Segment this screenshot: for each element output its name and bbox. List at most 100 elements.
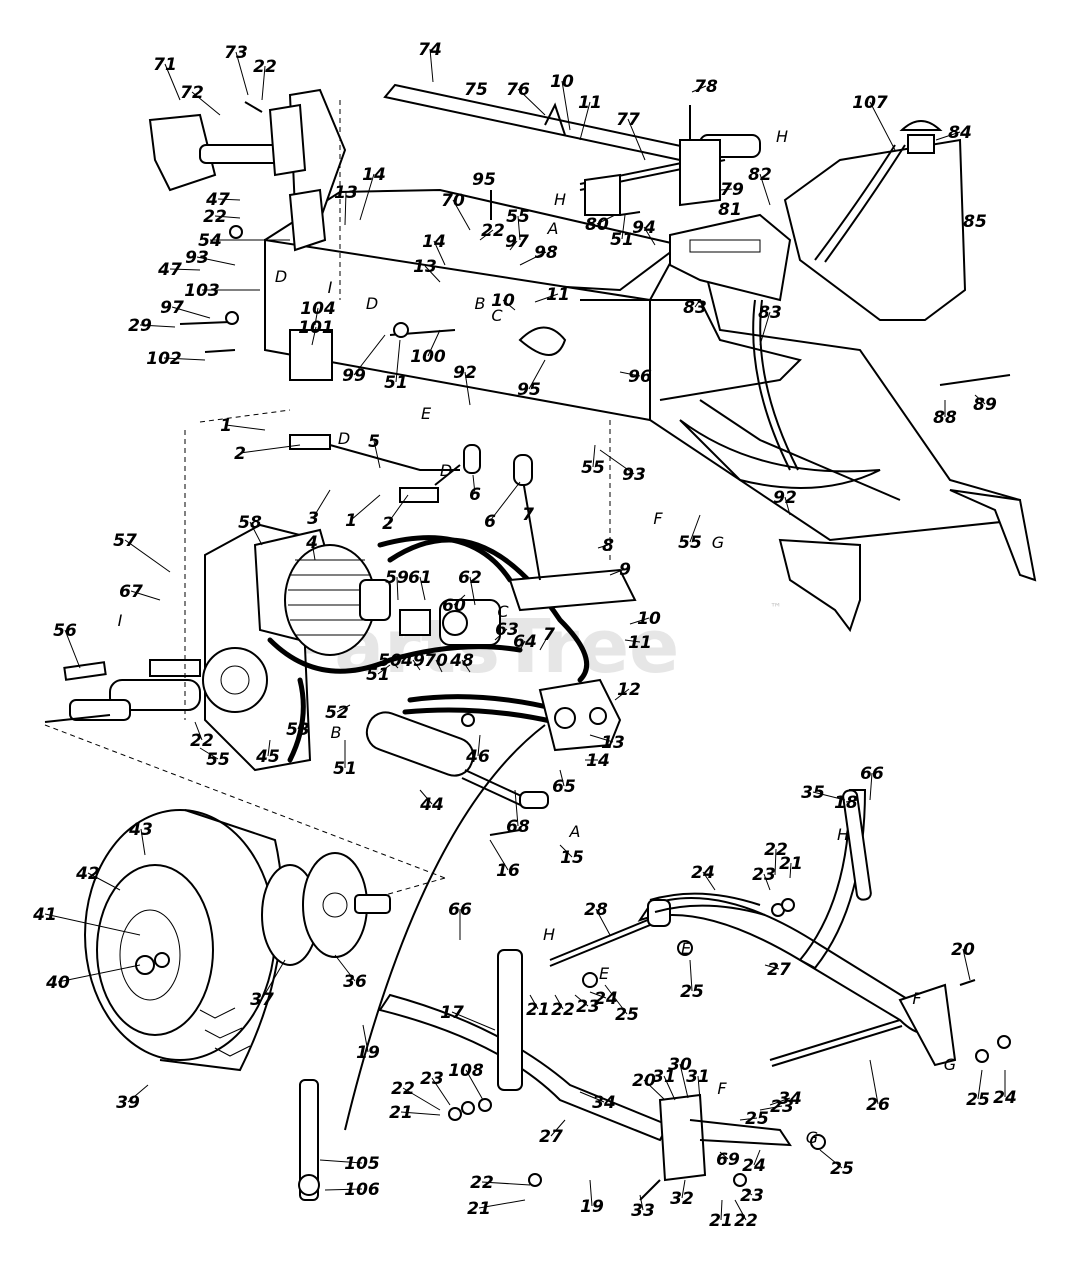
leader-line [643, 226, 656, 246]
part-number-24: 24 [993, 1088, 1017, 1108]
lift-linkage [298, 789, 957, 1201]
part-number-37: 37 [250, 990, 274, 1010]
part-number-100: 100 [410, 347, 446, 367]
leader-line [679, 1063, 689, 1099]
leader-line [621, 214, 626, 240]
leader-line [489, 481, 521, 522]
part-number-31: 31 [686, 1067, 710, 1087]
leader-line [599, 449, 635, 475]
leader-line [528, 359, 546, 390]
part-number-35: 35 [801, 783, 825, 803]
part-number-99: 99 [342, 366, 366, 386]
part-number-105: 105 [344, 1154, 380, 1174]
part-number-64: 64 [513, 632, 537, 652]
leader-line [214, 215, 241, 219]
ref-letter-f: F [912, 989, 922, 1008]
part-number-23: 23 [420, 1069, 444, 1089]
ref-letter-b: B [331, 723, 342, 742]
part-number-21: 21 [467, 1199, 491, 1219]
leader-line [464, 371, 471, 406]
part-number-55: 55 [506, 207, 530, 227]
leader-line [396, 576, 399, 601]
leader-line [481, 1181, 531, 1186]
leader-line [336, 704, 351, 713]
part-number-83: 83 [758, 303, 782, 323]
ref-letter-g: G [806, 1128, 818, 1147]
part-number-70: 70 [441, 191, 465, 211]
part-number-59: 59 [385, 568, 409, 588]
leader-line [559, 844, 573, 858]
leader-line [169, 268, 201, 271]
leader-line [734, 1199, 747, 1221]
leader-line [163, 357, 206, 361]
part-number-22: 22 [470, 1173, 494, 1193]
fuel-tank [783, 120, 967, 321]
leader-line [127, 1084, 149, 1103]
leader-line [596, 214, 616, 225]
leader-line [639, 1194, 644, 1211]
part-number-52: 52 [325, 703, 349, 723]
part-number-94: 94 [632, 218, 656, 238]
upper-linkage [148, 83, 761, 216]
part-number-32: 32 [670, 1189, 694, 1209]
part-number-51: 51 [333, 759, 357, 779]
leader-line [694, 299, 701, 308]
leader-line [935, 131, 961, 141]
leader-line [489, 839, 509, 871]
ref-letter-e: E [681, 939, 692, 958]
part-number-48: 48 [449, 651, 474, 671]
part-number-55: 55 [678, 533, 702, 553]
part-number-63: 63 [495, 620, 519, 640]
part-number-103: 103 [184, 281, 220, 301]
part-number-27: 27 [767, 960, 791, 980]
part-number-24: 24 [691, 863, 715, 883]
part-number-25: 25 [830, 1159, 854, 1179]
leader-line [589, 734, 614, 743]
part-number-18: 18 [834, 793, 858, 813]
part-number-104: 104 [300, 299, 336, 319]
leader-line [395, 339, 401, 383]
part-number-25: 25 [615, 1005, 639, 1025]
part-number-55: 55 [206, 750, 230, 770]
leader-line [412, 659, 421, 671]
part-number-45: 45 [255, 747, 280, 767]
part-number-4: 4 [305, 533, 318, 553]
part-number-26: 26 [866, 1095, 890, 1115]
part-number-74: 74 [418, 40, 442, 60]
leader-line [171, 306, 211, 319]
part-number-60: 60 [442, 596, 466, 616]
part-number-79: 79 [720, 180, 744, 200]
part-number-50: 50 [378, 651, 402, 671]
part-number-25: 25 [680, 982, 704, 1002]
part-number-66: 66 [448, 900, 472, 920]
part-number-39: 39 [116, 1093, 140, 1113]
assembly-guide-lines [44, 100, 611, 896]
part-number-92: 92 [773, 488, 797, 508]
ref-letter-d: D [275, 267, 287, 286]
part-number-14: 14 [586, 751, 610, 771]
leader-line [554, 994, 564, 1010]
leader-line [334, 954, 356, 982]
part-number-56: 56 [53, 621, 77, 641]
part-number-19: 19 [580, 1197, 604, 1217]
part-number-7: 7 [522, 505, 534, 525]
part-number-28: 28 [584, 900, 608, 920]
part-number-1: 1 [220, 416, 232, 436]
part-number-68: 68 [506, 817, 530, 837]
fasteners [179, 101, 1011, 1201]
leader-line [597, 544, 609, 549]
ref-letter-g: G [712, 533, 724, 552]
part-number-10: 10 [491, 291, 515, 311]
leader-line [478, 1199, 526, 1209]
part-number-107: 107 [852, 93, 888, 113]
leader-line [453, 594, 466, 606]
ref-letter-d: D [366, 294, 378, 313]
ref-letter-h: H [543, 925, 555, 944]
leader-line [424, 265, 441, 283]
ref-letter-e: E [421, 404, 432, 423]
part-number-2: 2 [234, 444, 246, 464]
part-number-34: 34 [592, 1093, 616, 1113]
leader-line [517, 88, 546, 116]
